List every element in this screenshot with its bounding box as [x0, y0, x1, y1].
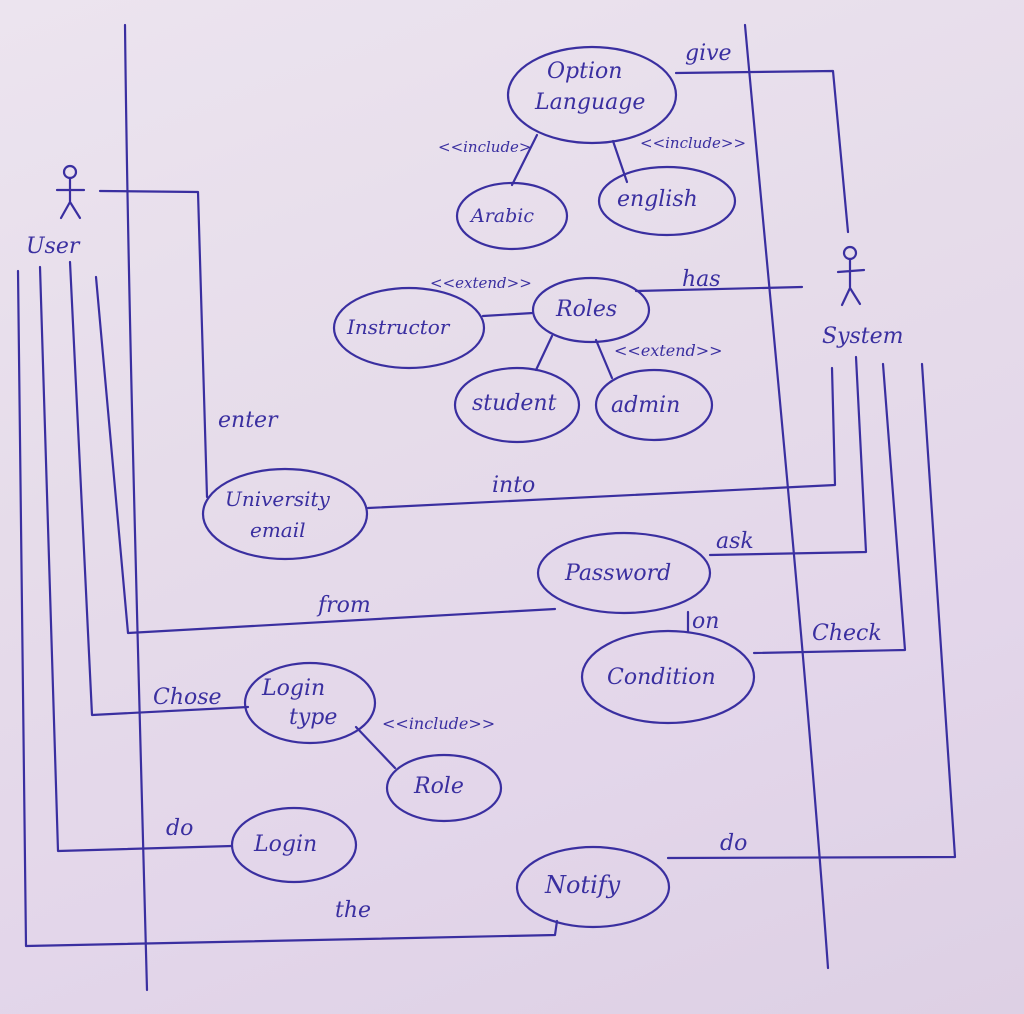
condition-usecase [580, 629, 756, 725]
into-label: into [492, 473, 535, 498]
user-actor-icon [55, 164, 86, 220]
has-line [634, 285, 804, 293]
roles-to-student-line [534, 334, 554, 372]
notify-label: Notify [544, 871, 621, 899]
option-language-label-line1: Option [547, 59, 622, 84]
do-login-line [38, 265, 234, 853]
has-label: has [682, 267, 721, 292]
from-line [94, 275, 557, 635]
roles-label: Roles [555, 297, 617, 322]
ask-label: ask [716, 529, 754, 554]
user-actor-label: User [26, 234, 81, 259]
password-usecase [536, 531, 712, 615]
instructor-to-roles-line [481, 311, 535, 318]
student-usecase [453, 366, 581, 444]
do-notify-line [666, 362, 957, 860]
chose-line [68, 260, 250, 717]
extend-admin-label: <<extend>> [614, 341, 723, 360]
university-email-usecase [201, 467, 369, 561]
from-label: from [316, 593, 371, 618]
extend-instructor-label: <<extend>> [430, 274, 532, 292]
do-login-label: do [166, 816, 193, 841]
check-label: Check [812, 621, 882, 646]
roles-usecase [531, 276, 651, 344]
university-email-label-line2: email [250, 518, 306, 542]
check-line [752, 362, 907, 655]
give-line [674, 69, 850, 234]
login-type-label-line2: type [289, 705, 337, 730]
system-boundary-left [123, 23, 149, 992]
option-language-label-line2: Language [534, 90, 645, 115]
instructor-usecase [332, 286, 486, 370]
option-language-usecase [506, 45, 678, 145]
english-usecase [597, 165, 737, 237]
password-label: Password [564, 561, 671, 586]
login-type-to-role-line [354, 725, 397, 770]
enter-label: enter [218, 408, 279, 433]
into-line [366, 366, 837, 510]
instructor-label: Instructor [346, 315, 451, 339]
option-to-english-line [611, 139, 629, 184]
system-actor-icon [836, 245, 866, 307]
chose-label: Chose [153, 685, 222, 710]
the-line [16, 269, 559, 948]
system-actor-label: System [822, 324, 904, 349]
login-label: Login [253, 832, 317, 857]
student-label: student [472, 391, 557, 416]
the-label: the [335, 898, 371, 923]
english-label: english [617, 187, 698, 212]
include-english-label: <<include>> [640, 134, 746, 152]
give-label: give [685, 41, 732, 66]
include-role-label: <<include>> [382, 714, 495, 733]
include-arabic-label: <<include> [438, 138, 532, 156]
system-boundary-right [743, 23, 830, 970]
role-usecase [385, 753, 503, 823]
on-label: on [692, 609, 719, 634]
login-type-usecase [243, 661, 377, 745]
arabic-label: Arabic [469, 205, 534, 227]
option-to-arabic-line [510, 133, 539, 187]
admin-usecase [594, 368, 714, 442]
notify-usecase [515, 845, 671, 929]
role-label: Role [413, 774, 464, 799]
enter-line [98, 189, 209, 499]
ask-line [708, 355, 868, 557]
roles-to-admin-line [594, 338, 614, 380]
condition-label: Condition [607, 665, 716, 690]
login-type-label-line1: Login [261, 676, 325, 701]
do-notify-label: do [720, 831, 747, 856]
university-email-label-line1: University [225, 487, 331, 511]
admin-label: admin [611, 393, 680, 418]
